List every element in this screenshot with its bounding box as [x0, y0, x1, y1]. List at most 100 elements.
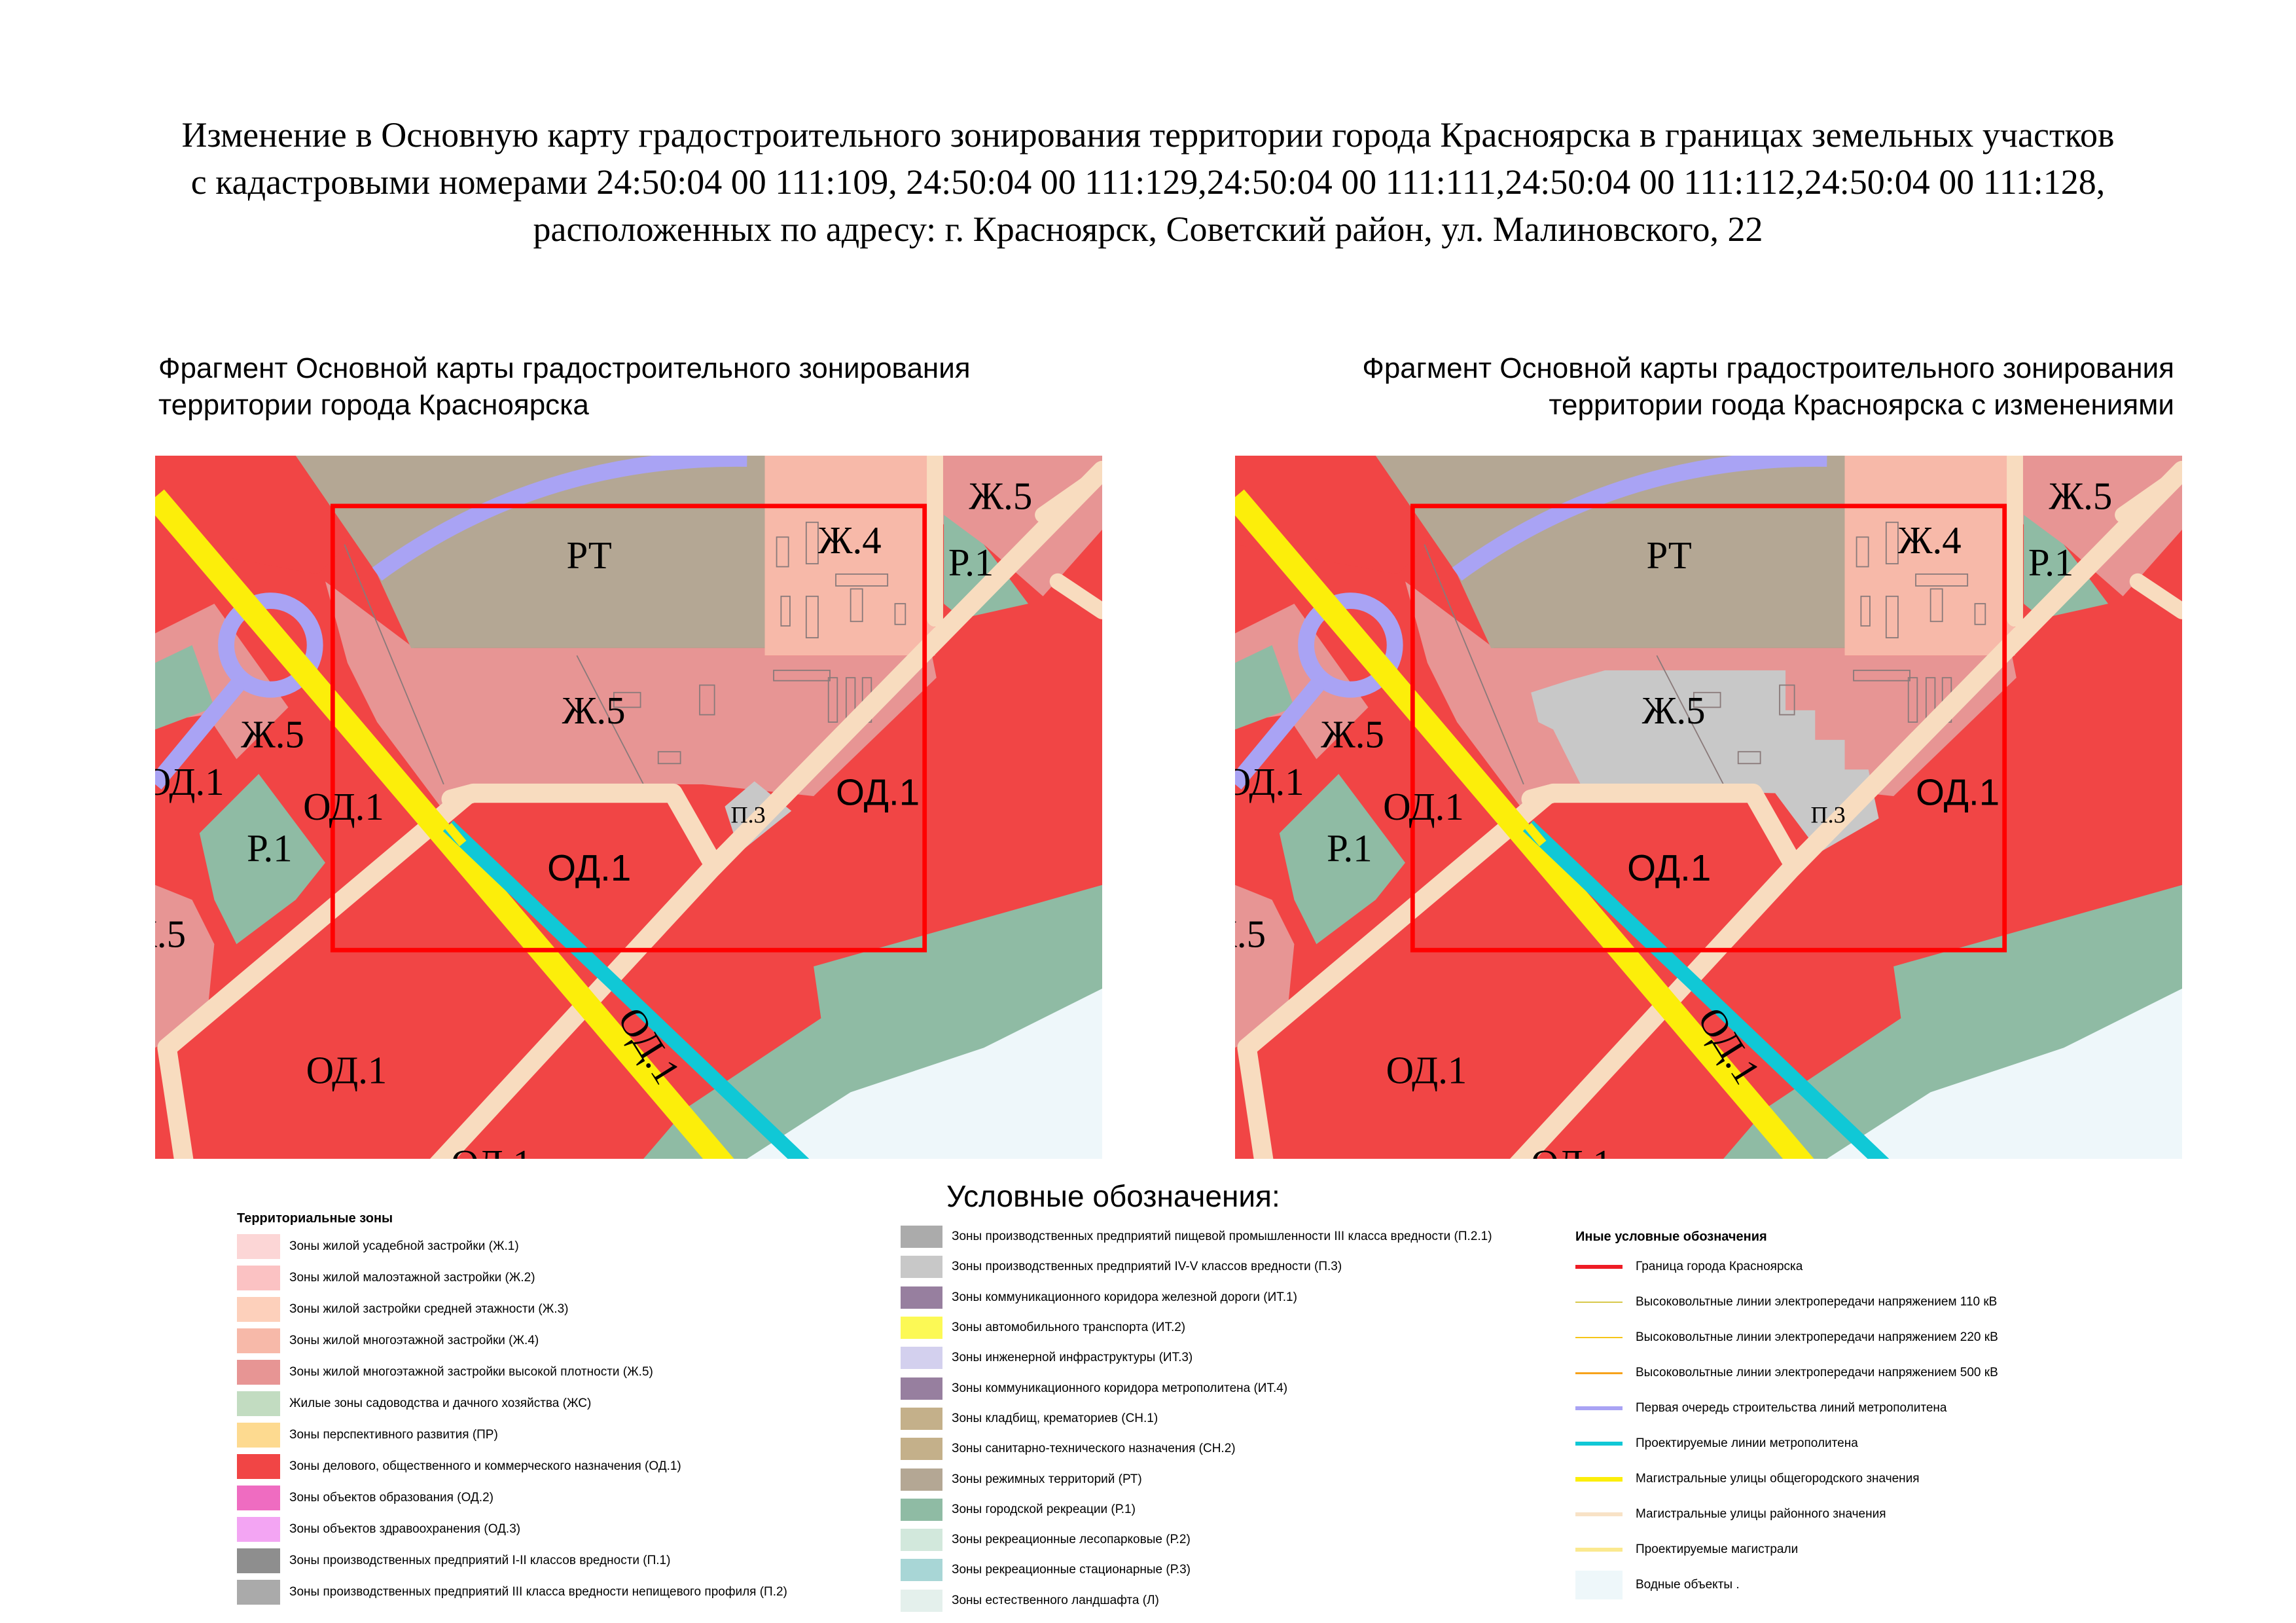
legend-line-symbol: [1575, 1571, 1623, 1599]
legend-swatch: [237, 1234, 280, 1259]
legend-swatch: [901, 1438, 942, 1461]
legend-item: Зоны режимных территорий (РТ): [901, 1464, 1492, 1494]
legend-label: Граница города Красноярска: [1636, 1260, 1803, 1273]
label-rt: РТ: [1647, 534, 1692, 577]
zone-rt: [295, 456, 765, 648]
label-zh4: Ж.4: [818, 519, 882, 562]
legend-label: Зоны жилой многоэтажной застройки (Ж.4): [289, 1334, 539, 1347]
legend-swatch: [901, 1226, 942, 1249]
label-zh5-top: Ж.5: [2049, 475, 2113, 517]
map-svg: РТ Ж.4 Р.1 Ж.5 Ж.5 Ж.5 ОД.1 ОД.1 Р.1 П.3…: [155, 456, 1102, 1159]
zone-zh5-edge: [1235, 884, 1295, 1048]
legend-item: Зоны коммуникационного коридора метропол…: [901, 1373, 1492, 1403]
citywide-road-it2: [155, 489, 734, 1159]
label-zh5-top: Ж.5: [969, 475, 1033, 517]
legend-label: Зоны жилой застройки средней этажности (…: [289, 1302, 569, 1316]
legend-label: Высоковольтные линии электропередачи нап…: [1636, 1330, 1998, 1344]
legend-swatch: [237, 1423, 280, 1448]
label-p1-top: Р.1: [948, 541, 994, 584]
building-outlines: [344, 521, 906, 785]
zone-p1-left: [199, 774, 326, 945]
legend-label: Зоны естественного ландшафта (Л): [952, 1593, 1159, 1607]
legend-label: Зоны рекреационные лесопарковые (Р.2): [952, 1533, 1191, 1547]
legend-item: Зоны инженерной инфраструктуры (ИТ.3): [901, 1343, 1492, 1373]
legend-item: Зоны производственных предприятий IV-V к…: [901, 1252, 1492, 1282]
legend-label: Зоны санитарно-технического назначения (…: [952, 1442, 1236, 1456]
legend-label: Первая очередь строительства линий метро…: [1636, 1401, 1947, 1415]
legend-item: Зоны городской рекреации (Р.1): [901, 1495, 1492, 1525]
legend-item: Зоны жилой многоэтажной застройки (Ж.4): [237, 1325, 787, 1357]
water-body: [1827, 988, 2182, 1159]
legend-item: Зоны производственных предприятий III кл…: [237, 1577, 787, 1608]
legend-title: Условные обозначения:: [946, 1179, 1280, 1213]
label-od1-center: ОД.1: [1627, 847, 1711, 888]
legend-label: Зоны рекреационные стационарные (Р.3): [952, 1563, 1191, 1577]
legend-swatch: [237, 1297, 280, 1322]
label-zh5-left: Ж.5: [241, 713, 304, 756]
label-zh5-edge: Ж.5: [1235, 913, 1266, 956]
metro-first-line: [155, 456, 747, 790]
changed-zone-p3: [1531, 670, 1879, 852]
district-roads: [157, 456, 1102, 1159]
label-p3: П.3: [1811, 802, 1846, 828]
label-p1-left: Р.1: [1327, 828, 1372, 870]
legend-label: Зоны инженерной инфраструктуры (ИТ.3): [952, 1351, 1193, 1365]
legend-label: Зоны объектов образования (ОД.2): [289, 1491, 493, 1504]
legend-swatch: [237, 1580, 280, 1605]
building-outlines: [1424, 521, 1986, 785]
label-zh4: Ж.4: [1898, 519, 1962, 562]
label-zh5-edge: Ж.5: [155, 913, 186, 956]
legend-item: Зоны объектов здравоохранения (ОД.3): [237, 1514, 787, 1545]
legend-label: Зоны жилой многоэтажной застройки высоко…: [289, 1365, 653, 1379]
water-body: [747, 988, 1102, 1159]
zone-zh5-top: [2019, 456, 2182, 596]
label-p1-top: Р.1: [2028, 541, 2073, 584]
label-od1-bottom: ОД.1: [306, 1049, 387, 1092]
legend-label: Зоны производственных предприятий I-II к…: [289, 1554, 671, 1567]
legend-label: Магистральные улицы общегородского значе…: [1636, 1472, 1920, 1486]
label-od1-left: ОД.1: [303, 786, 384, 828]
legend-item: Зоны рекреационные лесопарковые (Р.2): [901, 1525, 1492, 1555]
legend-item: Зоны рекреационные стационарные (Р.3): [901, 1555, 1492, 1585]
label-p1-left: Р.1: [247, 828, 292, 870]
legend-label: Зоны делового, общественного и коммерчес…: [289, 1459, 681, 1473]
legend-item: Проектируемые линии метрополитена: [1575, 1426, 1998, 1461]
legend-line-symbol: [1575, 1302, 1623, 1303]
legend-item: Зоны делового, общественного и коммерчес…: [237, 1451, 787, 1482]
label-od1-cut: ОД.1: [451, 1142, 532, 1159]
title-line-1: Изменение в Основную карту градостроител…: [181, 115, 2115, 155]
legend-item: Магистральные улицы общегородского значе…: [1575, 1461, 1998, 1497]
legend-label: Высоковольтные линии электропередачи нап…: [1636, 1366, 1998, 1379]
document-title: Изменение в Основную карту градостроител…: [0, 111, 2296, 253]
legend-swatch: [901, 1377, 942, 1400]
projected-metro-line: [442, 820, 810, 1159]
legend-item: Зоны объектов образования (ОД.2): [237, 1482, 787, 1514]
legend-swatch: [237, 1486, 280, 1510]
legend-swatch: [901, 1559, 942, 1582]
label-od1-cut: ОД.1: [1531, 1142, 1612, 1159]
legend-label: Зоны жилой малоэтажной застройки (Ж.2): [289, 1271, 535, 1285]
legend-swatch: [237, 1391, 280, 1416]
zone-p1-top: [2024, 515, 2108, 619]
legend-item: Зоны коммуникационного коридора железной…: [901, 1283, 1492, 1313]
label-od1-left: ОД.1: [1383, 786, 1464, 828]
legend-territorial-zones-continued: Зоны производственных предприятий пищево…: [901, 1222, 1492, 1616]
legend-label: Проектируемые магистрали: [1636, 1542, 1799, 1556]
right-map-caption: Фрагмент Основной карты градостроительно…: [1362, 350, 2174, 424]
legend-swatch: [901, 1286, 942, 1309]
map-original: РТ Ж.4 Р.1 Ж.5 Ж.5 Ж.5 ОД.1 ОД.1 Р.1 П.3…: [155, 456, 1102, 1159]
legend-swatch: [901, 1589, 942, 1612]
legend-item: Водные объекты .: [1575, 1567, 1998, 1603]
legend-label: Зоны городской рекреации (Р.1): [952, 1502, 1136, 1516]
map-with-changes: РТ Ж.4 Р.1 Ж.5 Ж.5 Ж.5 ОД.1 ОД.1 Р.1 П.3…: [1235, 456, 2182, 1159]
legend-label: Магистральные улицы районного значения: [1636, 1507, 1886, 1521]
legend-label: Зоны коммуникационного коридора метропол…: [952, 1381, 1288, 1395]
legend-label: Зоны коммуникационного коридора железной…: [952, 1290, 1297, 1304]
legend-label: Зоны производственных предприятий IV-V к…: [952, 1260, 1342, 1274]
legend-swatch: [901, 1256, 942, 1279]
legend-item: Магистральные улицы районного значения: [1575, 1497, 1998, 1532]
zone-zh5-left: [1235, 604, 1369, 759]
legend-item: Граница города Красноярска: [1575, 1249, 1998, 1285]
legend-line-symbol: [1575, 1337, 1623, 1338]
